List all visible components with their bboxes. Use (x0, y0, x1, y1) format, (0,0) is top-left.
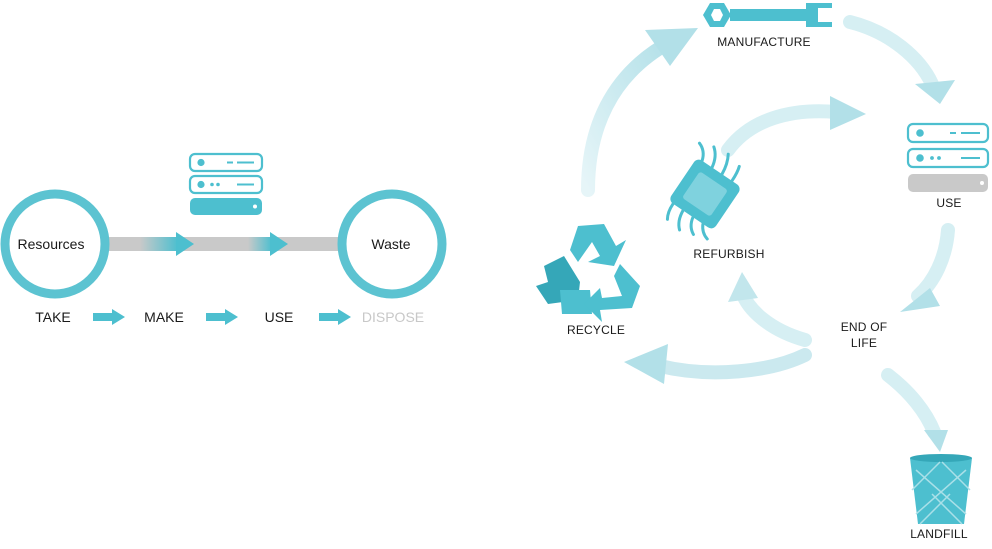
end-of-life-label-line1: END OF (840, 320, 888, 334)
step-use: USE (264, 309, 294, 325)
end-of-life-label-line2: LIFE (850, 336, 878, 350)
arrowhead-recycle (624, 344, 668, 384)
circular-economy (536, 3, 990, 525)
waste-circle (337, 189, 447, 299)
step-arrow-2 (206, 309, 238, 325)
arrowhead-use (915, 80, 955, 104)
track-arrow-2 (248, 232, 288, 256)
resources-circle (0, 189, 110, 299)
arrowhead-manufacture (645, 28, 698, 66)
arc-manufacture-to-use (843, 15, 939, 91)
landfill-label: LANDFILL (910, 527, 968, 541)
track-arrow-1 (140, 232, 194, 256)
arrowhead-refurbish (728, 272, 758, 302)
arc-endoflife-to-landfill (881, 368, 941, 439)
use-label: USE (936, 196, 962, 210)
refurbish-label: REFURBISH (693, 247, 765, 261)
step-make: MAKE (144, 309, 184, 325)
step-dispose: DISPOSE (361, 309, 425, 325)
step-arrow-3 (319, 309, 351, 325)
arc-endoflife-to-refurbish (735, 285, 812, 347)
step-take: TAKE (35, 309, 71, 325)
arrowhead-endoflife (900, 288, 940, 312)
waste-label: Waste (371, 236, 411, 252)
recycle-icon (536, 224, 640, 322)
chip-icon (665, 141, 741, 241)
bin-icon (910, 454, 972, 525)
wrench-icon (703, 3, 832, 27)
step-arrow-1 (93, 309, 125, 325)
arrowhead-refurbish-use (830, 96, 866, 130)
server-icon (906, 122, 990, 192)
server-icon (188, 152, 264, 215)
arc-use-to-endoflife (911, 223, 955, 303)
arc-endoflife-to-recycle (653, 348, 812, 380)
recycle-label: RECYCLE (566, 323, 626, 337)
manufacture-label: MANUFACTURE (717, 35, 811, 49)
arrowhead-landfill (924, 430, 948, 452)
resources-label: Resources (17, 236, 85, 252)
linear-economy (0, 152, 447, 325)
arc-recycle-to-manufacture (581, 35, 677, 197)
arc-refurbish-to-use (721, 104, 843, 157)
